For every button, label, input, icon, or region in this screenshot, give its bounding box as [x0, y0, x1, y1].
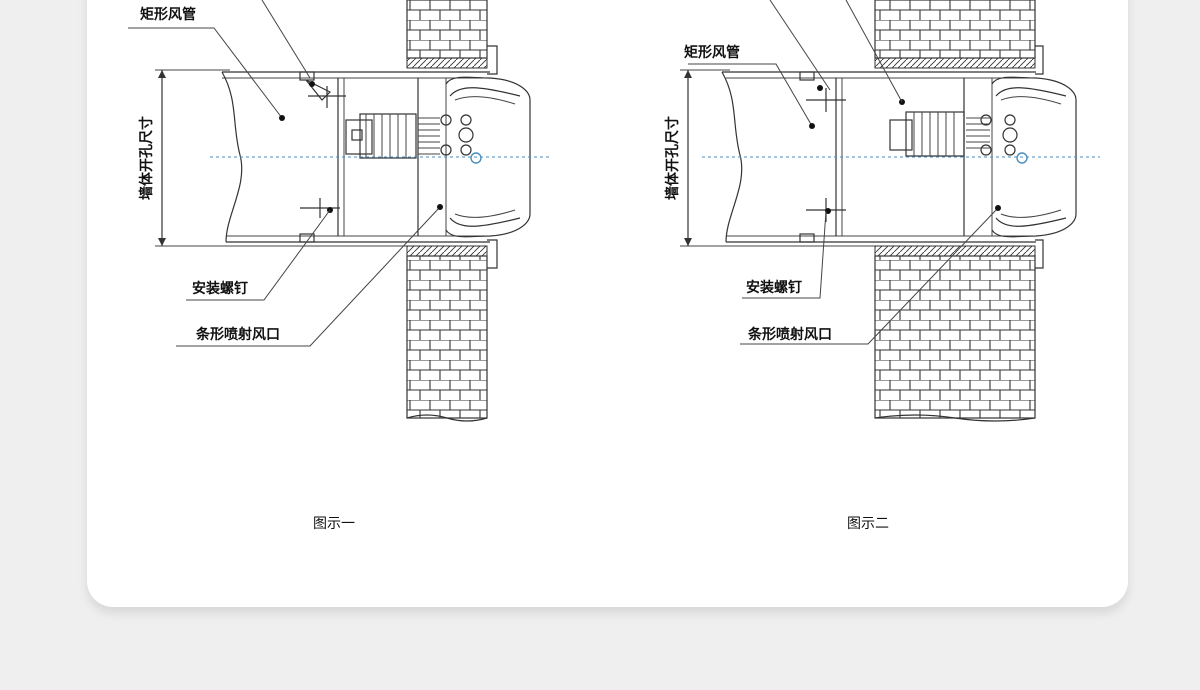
screw-bottom	[299, 198, 340, 243]
vent-label-1: 条形喷射风口	[195, 326, 280, 343]
screw-top-2	[799, 71, 846, 112]
screw-mid-top	[308, 86, 346, 108]
figure-2-drawing: 矩形风管 墙体开孔尺寸 安装螺钉 条形喷射风口 图示二	[664, 0, 1100, 532]
brick-wall-upper-2	[874, 0, 1036, 69]
screw-label-2: 安装螺钉	[746, 279, 802, 296]
brick-wall-lower	[406, 245, 488, 422]
brick-wall-upper	[406, 0, 488, 69]
figure-1-drawing: 矩形风管 墙体开孔尺寸 安装螺钉 条形喷射风口 图示一	[128, 0, 552, 532]
screw-label-1: 安装螺钉	[192, 280, 248, 297]
figure-2-caption: 图示二	[847, 516, 889, 532]
vent-actuator-2	[889, 99, 1028, 164]
wall-opening-dimension	[155, 69, 407, 247]
vent-actuator	[345, 113, 482, 164]
screw-bottom-2	[799, 198, 846, 243]
duct-label-2: 矩形风管	[684, 44, 740, 61]
wall-opening-label-1: 墙体开孔尺寸	[138, 116, 155, 200]
vent-label-2: 条形喷射风口	[747, 326, 832, 343]
figure-1-caption: 图示一	[313, 516, 355, 532]
duct-label-1: 矩形风管	[140, 6, 196, 23]
wall-opening-dimension-2	[680, 69, 875, 247]
wall-opening-label-2: 墙体开孔尺寸	[664, 116, 681, 200]
brick-wall-lower-2	[874, 245, 1036, 422]
